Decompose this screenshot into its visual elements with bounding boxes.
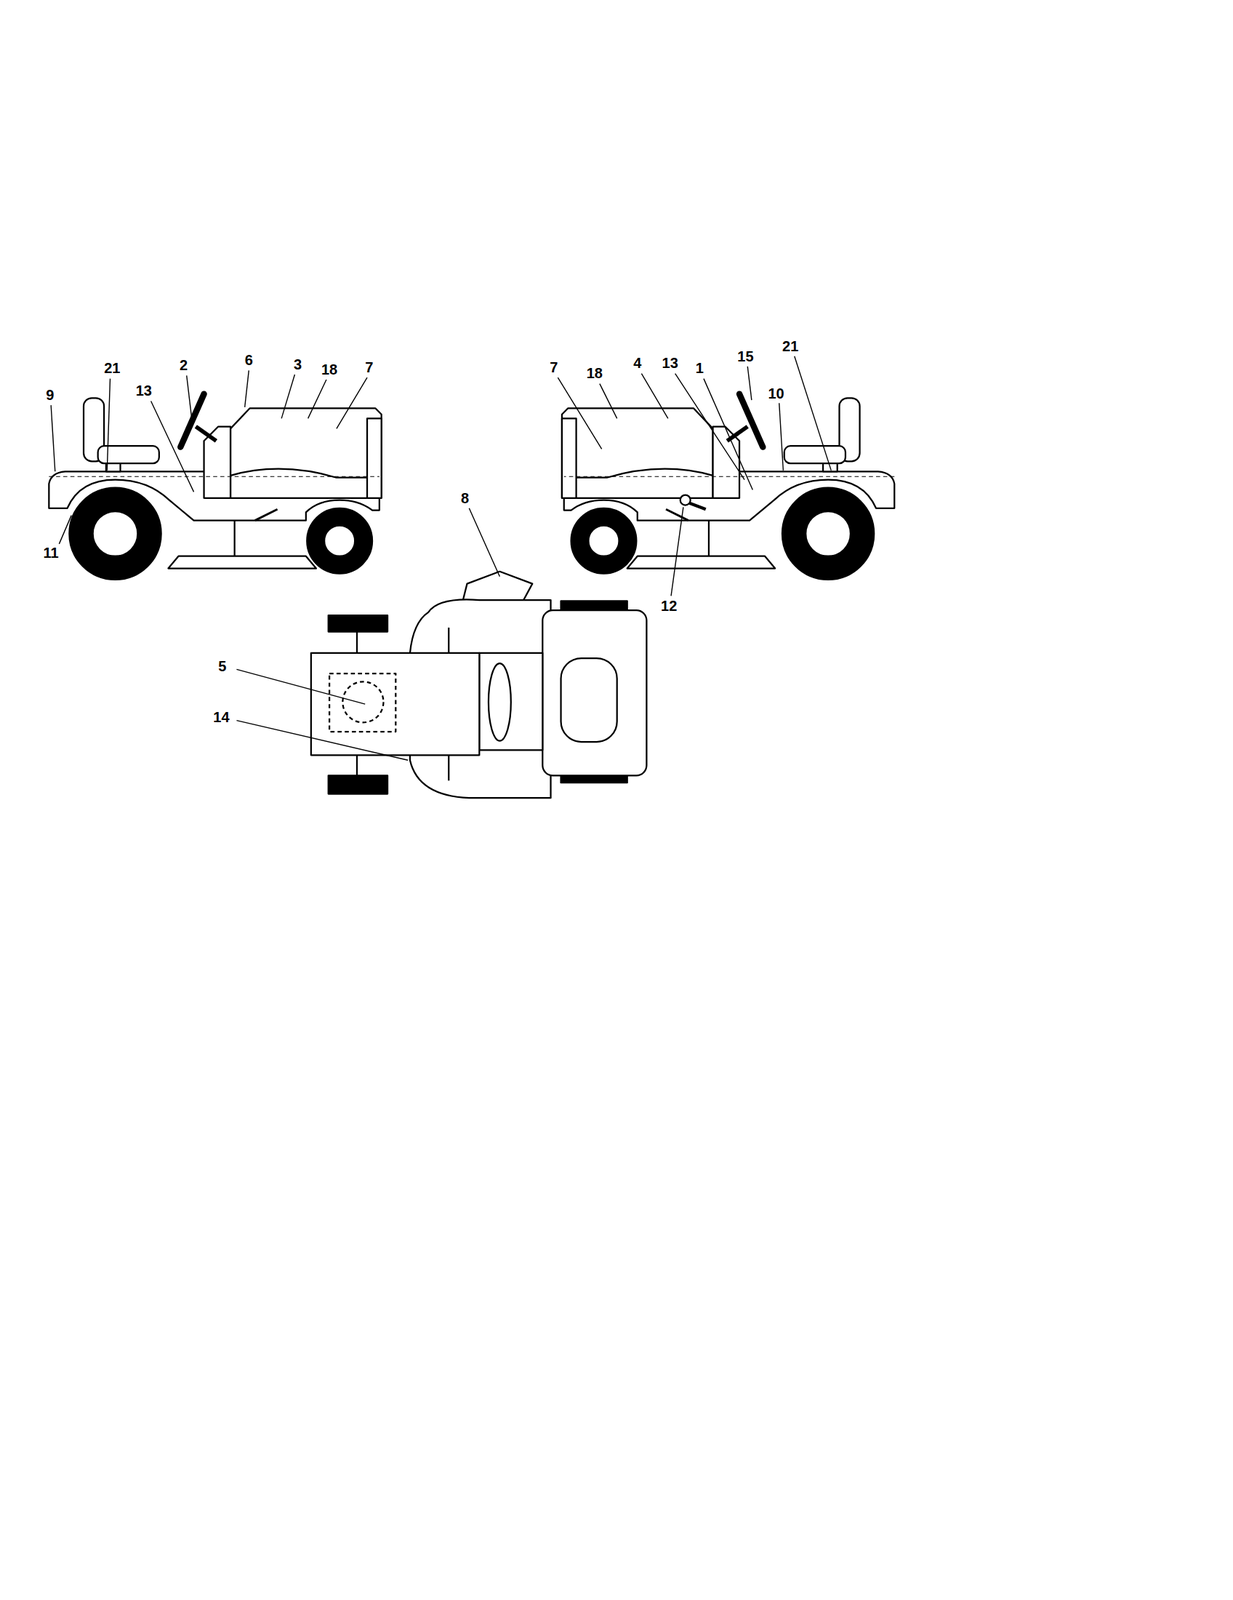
leader-line [703, 378, 753, 491]
leader-line [236, 668, 365, 704]
callout-number: 21 [782, 338, 799, 354]
seat [561, 657, 618, 742]
callout-number: 7 [549, 359, 558, 375]
lever-arm [689, 503, 706, 509]
front-wheel [328, 774, 388, 794]
leader-line [308, 379, 327, 419]
front-wheel [328, 615, 388, 632]
leader-line [779, 402, 784, 471]
lever-knob [680, 495, 691, 506]
tractor-top-view [311, 571, 648, 798]
leader-line [281, 374, 295, 419]
callout-number: 10 [767, 386, 784, 401]
leader-line [794, 356, 832, 471]
callout-number: 1 [695, 360, 704, 376]
callout-number: 12 [660, 598, 677, 613]
leader-line [671, 506, 684, 596]
callout-number: 4 [633, 355, 642, 371]
footrest-edge [447, 627, 450, 653]
leader-line [641, 373, 668, 419]
leader-line [236, 720, 408, 761]
leader-line [468, 508, 500, 577]
leader-line [58, 515, 72, 544]
callout-number: 18 [586, 365, 603, 381]
callout-number: 8 [460, 490, 469, 506]
leader-line [106, 378, 110, 471]
lift-lever [680, 495, 706, 510]
front-axle [356, 754, 358, 775]
leader-line [336, 377, 368, 429]
callout-number: 13 [662, 355, 679, 371]
leader-line [675, 373, 745, 480]
rear-body [542, 609, 647, 775]
callout-number: 2 [179, 357, 188, 373]
callout-number: 7 [364, 359, 373, 375]
callout-number: 11 [43, 545, 59, 560]
leader-lines [50, 356, 831, 761]
left-side-view [48, 394, 381, 580]
callout-number: 3 [293, 356, 302, 372]
footrest-edge [447, 754, 450, 781]
leader-line [50, 404, 56, 472]
callout-number: 6 [245, 352, 253, 368]
leader-line [599, 383, 618, 419]
callout-number: 13 [135, 383, 152, 398]
leader-line [747, 366, 752, 400]
callout-number: 18 [321, 362, 338, 377]
callout-number: 21 [103, 360, 120, 376]
dashed-square [329, 673, 396, 732]
front-axle [356, 631, 358, 653]
leader-line [245, 370, 250, 408]
callout-number: 14 [213, 709, 230, 725]
right-side-view [561, 394, 895, 580]
leader-line [186, 375, 192, 419]
steering-wheel [488, 663, 512, 741]
dashed-circle [342, 681, 384, 722]
callout-number: 5 [218, 658, 227, 674]
leader-line [557, 377, 602, 449]
callout-number: 15 [737, 348, 754, 364]
leader-line [151, 401, 195, 493]
frame-middle [479, 652, 543, 750]
engine-hood [311, 652, 480, 755]
callout-number: 9 [45, 387, 54, 403]
